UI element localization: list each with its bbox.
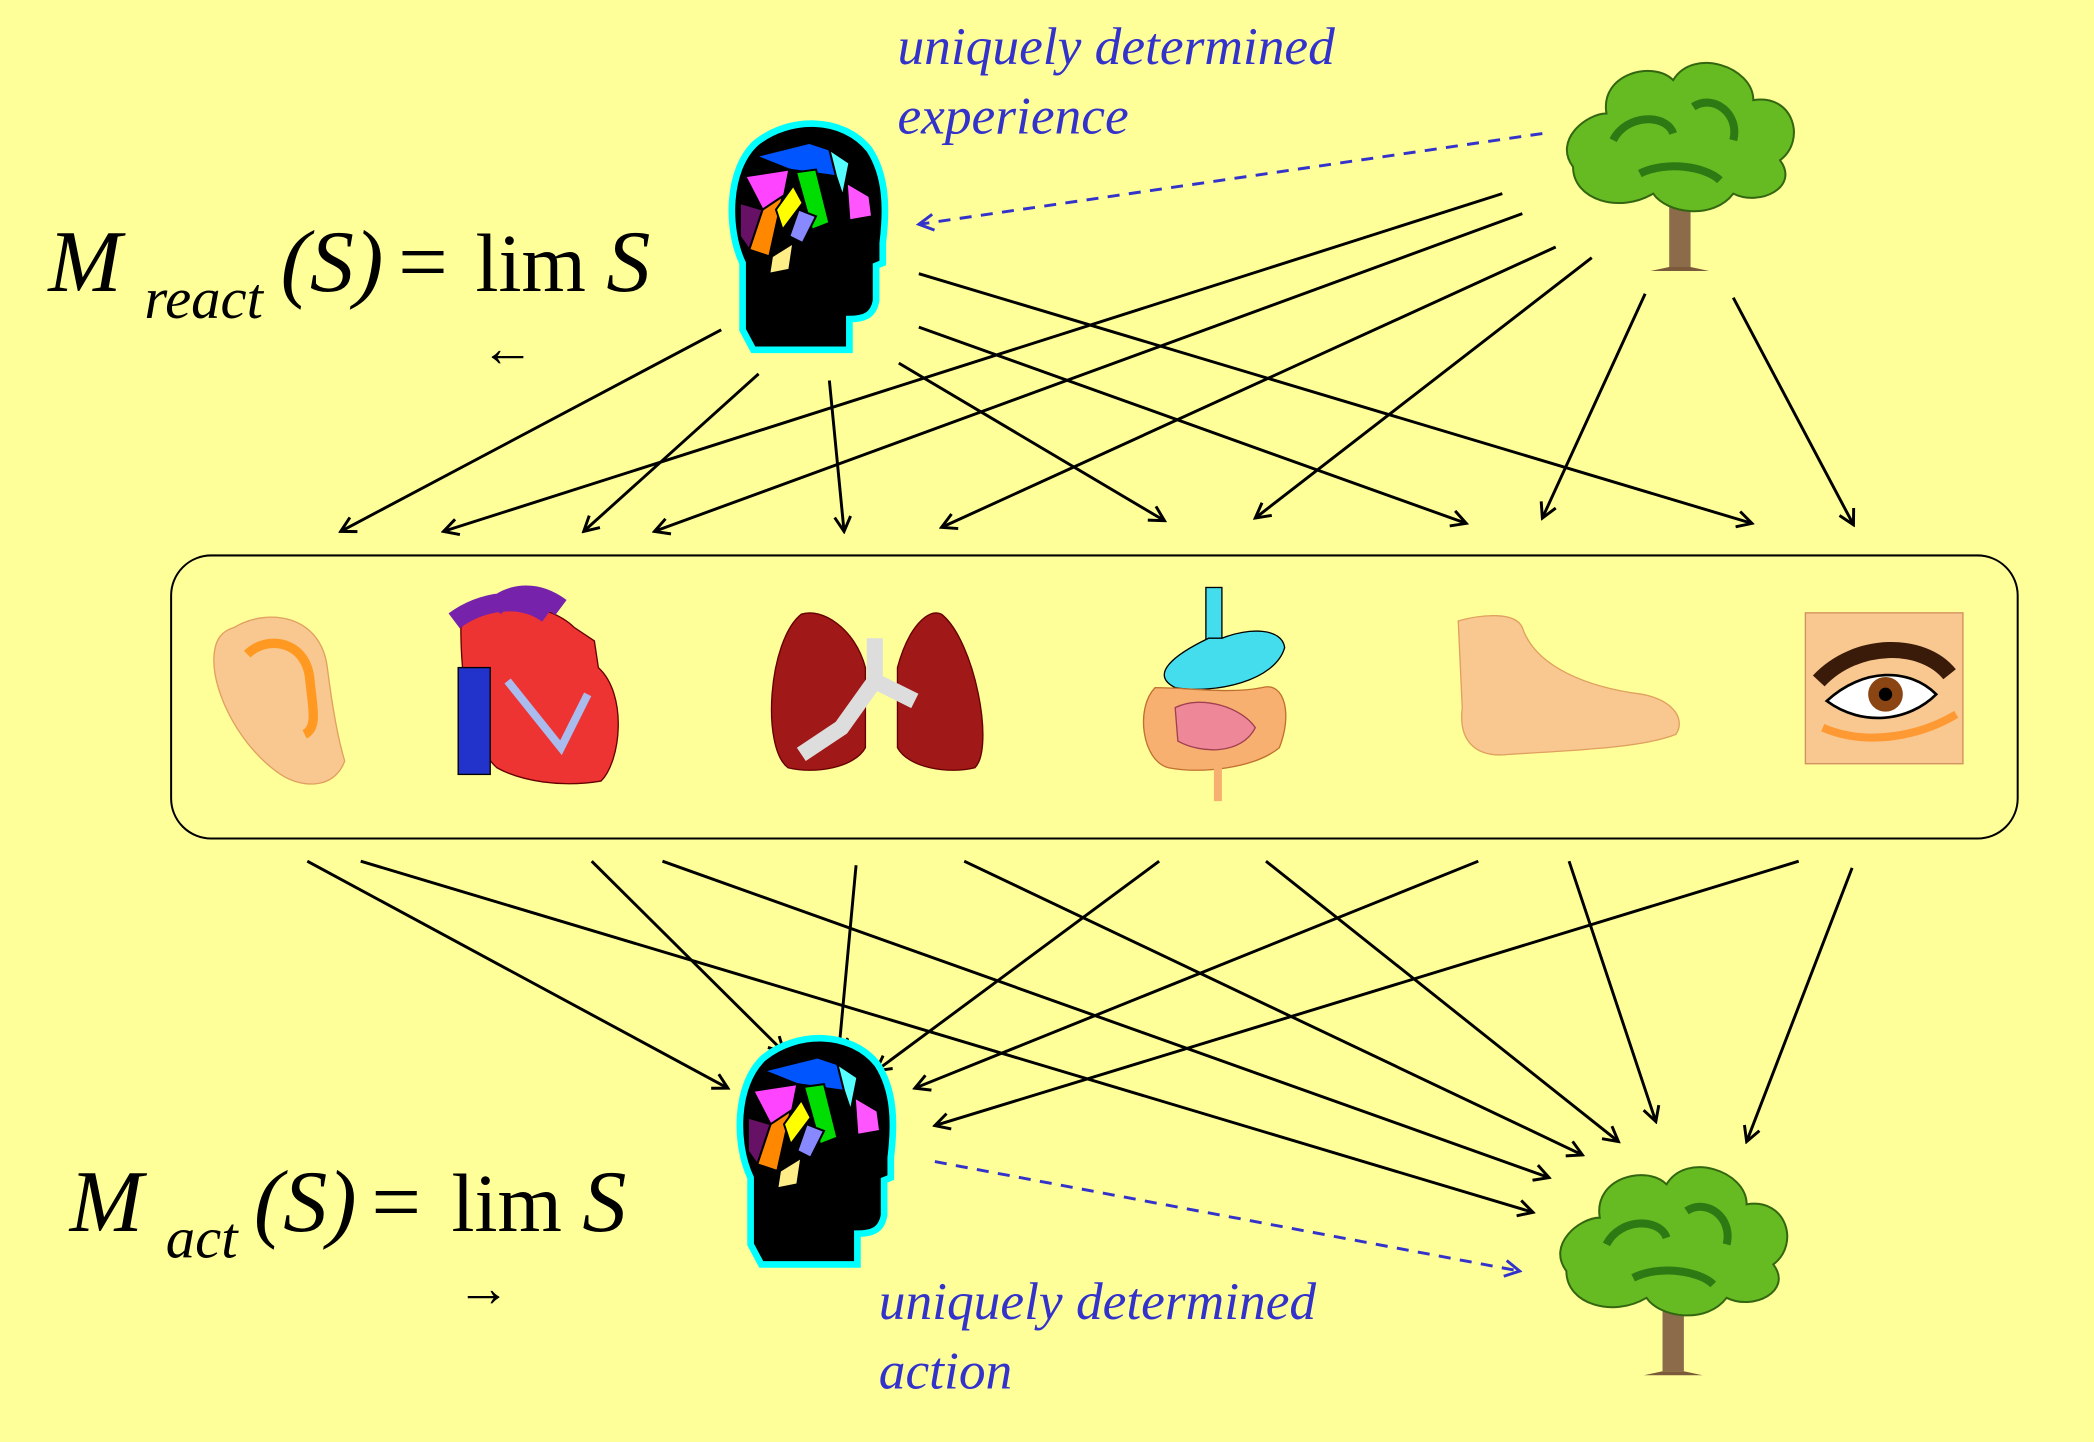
foot-icon: [1457, 614, 1680, 756]
causal-arrow: [443, 192, 1503, 532]
causal-arrow: [935, 859, 1800, 1125]
formula-react-M: M: [46, 213, 126, 311]
causal-arrow: [1542, 293, 1647, 518]
causal-arrow: [918, 272, 1752, 524]
formula-react-subscript: react: [144, 266, 264, 331]
causal-arrow: [963, 859, 1582, 1155]
formula-act-lim: lim: [452, 1157, 562, 1249]
causal-arrow: [654, 212, 1523, 532]
brain-head-icon-bottom: [740, 1038, 893, 1264]
causal-arrow: [341, 328, 722, 532]
annotation-experience-line2: experience: [897, 86, 1128, 146]
digestive-system-icon: [1142, 586, 1287, 802]
causal-arrow: [584, 372, 760, 532]
annotation-experience-line1: uniquely determined: [897, 16, 1335, 76]
causal-arrow: [1731, 297, 1853, 525]
causal-arrow: [590, 860, 784, 1052]
causal-arrow: [1255, 256, 1593, 518]
annotation-action-line2: action: [879, 1341, 1012, 1401]
causal-arrow: [898, 361, 1165, 521]
formula-react-S: S: [606, 213, 650, 311]
arrow-group: [306, 132, 1854, 1272]
formula-react-lim-arrow: ←: [481, 318, 534, 378]
brain-head-icon-top: [732, 124, 885, 350]
causal-arrow: [876, 860, 1161, 1071]
formula-act-argument: (S): [254, 1153, 357, 1251]
causal-arrow: [306, 859, 728, 1088]
causal-arrow: [360, 859, 1533, 1212]
formula-act-lim-arrow: →: [457, 1258, 510, 1318]
causal-arrow: [1567, 860, 1656, 1121]
causal-arrow: [1747, 867, 1854, 1142]
causal-arrow: [1265, 860, 1618, 1141]
ear-icon: [213, 616, 346, 785]
causal-arrow: [915, 859, 1479, 1088]
formula-act: M act (S) = lim → S: [68, 1153, 627, 1318]
formula-react-equals: =: [398, 213, 448, 311]
organs-box: [170, 554, 2019, 840]
dashed-determination-arrow: [934, 1160, 1520, 1271]
formula-react-lim: lim: [476, 217, 586, 309]
causal-arrow: [839, 865, 858, 1052]
formula-act-S: S: [582, 1153, 626, 1251]
causal-arrow: [661, 859, 1549, 1177]
annotation-action-line1: uniquely determined: [879, 1271, 1317, 1331]
causal-arrow: [942, 245, 1557, 527]
formula-react: M react (S) = lim ← S: [46, 213, 650, 378]
causal-arrow: [827, 380, 844, 532]
causal-arrow: [918, 325, 1466, 523]
formula-act-equals: =: [371, 1153, 421, 1251]
eye-icon: [1804, 612, 1964, 765]
lungs-icon: [770, 612, 984, 771]
formula-act-M: M: [68, 1153, 148, 1251]
heart-icon: [448, 585, 619, 785]
formula-act-subscript: act: [166, 1206, 239, 1271]
formula-react-argument: (S): [281, 213, 384, 311]
